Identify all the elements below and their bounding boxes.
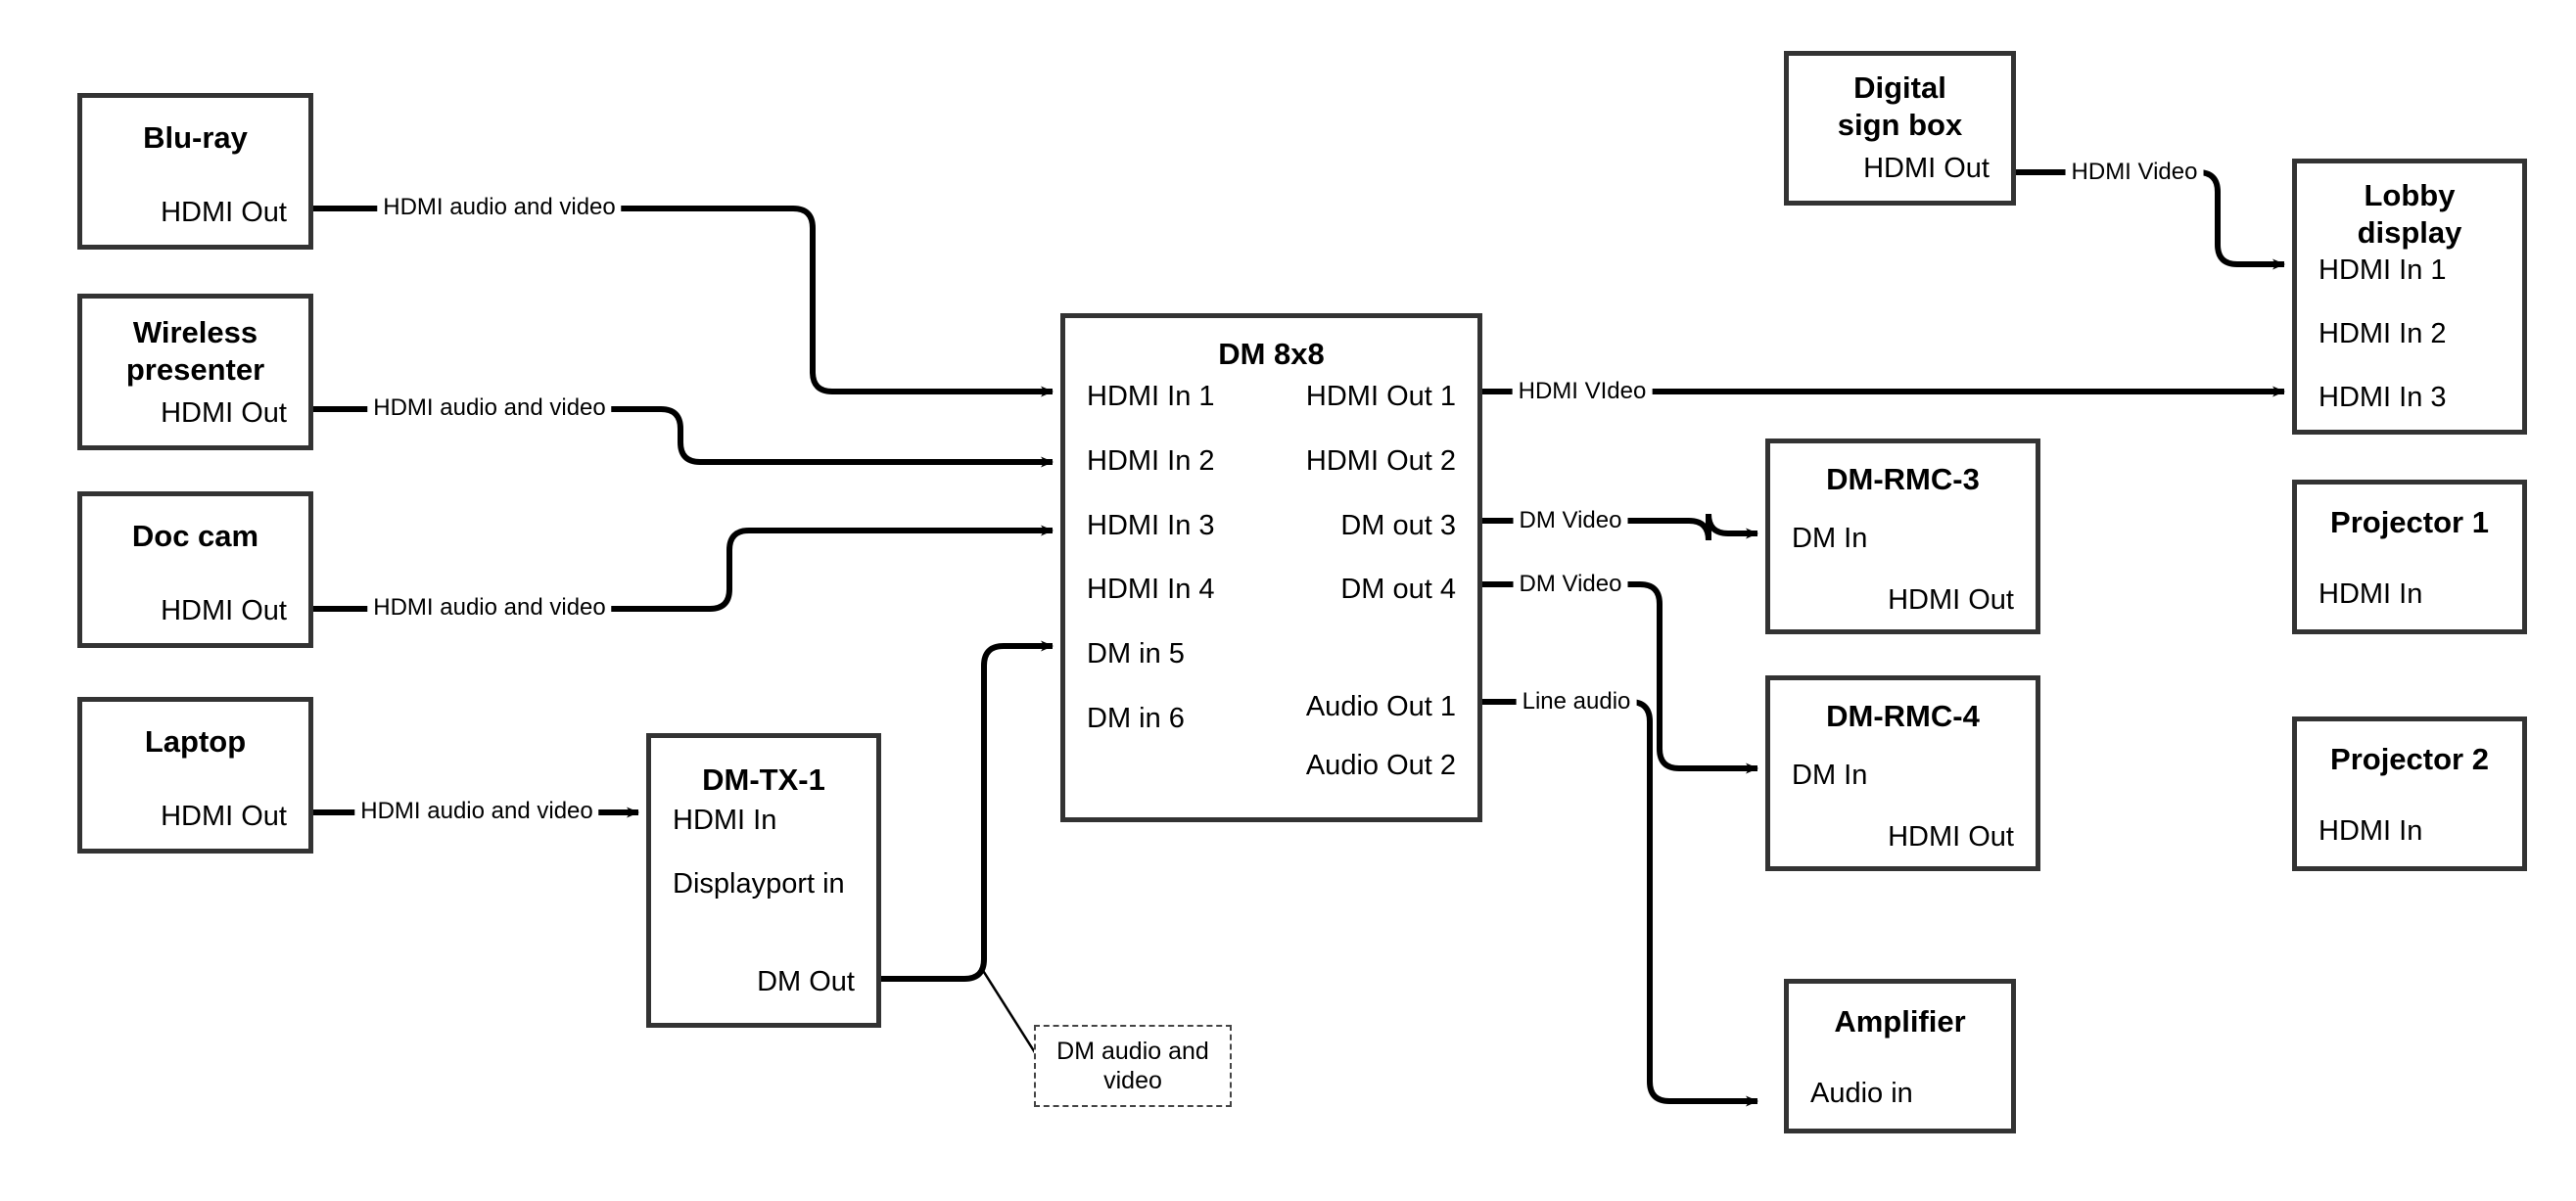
node-amplifier-title: Amplifier [1834, 1004, 1966, 1039]
port-bluray-hdmi-out[interactable]: HDMI Out [161, 197, 287, 228]
node-dm-rmc-3-title: DM-RMC-3 [1826, 462, 1980, 496]
leader-line-dm-audio-video [980, 968, 1045, 1066]
port-dm8x8-hdmi-in-3[interactable]: HDMI In 3 [1087, 510, 1215, 541]
port-dmrmc3-hdmi-out[interactable]: HDMI Out [1888, 584, 2014, 616]
node-lobby-display-title: Lobby display [2357, 178, 2462, 250]
node-projector-1[interactable]: Projector 1 HDMI In [2292, 480, 2527, 634]
port-dm8x8-audio-out-1[interactable]: Audio Out 1 [1305, 691, 1456, 722]
port-wireless-hdmi-out[interactable]: HDMI Out [161, 397, 287, 429]
port-doccam-hdmi-out[interactable]: HDMI Out [161, 595, 287, 626]
port-dmrmc4-hdmi-out[interactable]: HDMI Out [1888, 821, 2014, 853]
port-dm8x8-audio-out-2[interactable]: Audio Out 2 [1305, 750, 1456, 781]
wire-label-dmout4: DM Video [1513, 571, 1628, 598]
port-dm8x8-hdmi-in-1[interactable]: HDMI In 1 [1087, 381, 1215, 412]
port-lobby-hdmi-in-3[interactable]: HDMI In 3 [2318, 382, 2447, 413]
node-doc-cam-title: Doc cam [131, 519, 259, 553]
node-dm-8x8-title: DM 8x8 [1218, 337, 1325, 371]
port-dm8x8-dm-out-4[interactable]: DM out 4 [1340, 574, 1456, 605]
port-lobby-hdmi-in-2[interactable]: HDMI In 2 [2318, 318, 2447, 349]
node-dm-tx-1[interactable]: DM-TX-1 HDMI In Displayport in DM Out [646, 733, 881, 1028]
wire-dm8x8-out4-to-dmrmc4 [1482, 581, 1758, 774]
wire-wireless-to-dm8x8-in2 [313, 406, 1054, 468]
node-digital-sign-box-title: Digital sign box [1837, 70, 1963, 142]
port-dmrmc4-dm-in[interactable]: DM In [1792, 760, 1868, 791]
node-projector-2[interactable]: Projector 2 HDMI In [2292, 716, 2527, 871]
wire-label-laptop: HDMI audio and video [354, 798, 599, 825]
port-dm8x8-hdmi-in-4[interactable]: HDMI In 4 [1087, 574, 1215, 605]
port-dm8x8-hdmi-out-1[interactable]: HDMI Out 1 [1305, 381, 1456, 412]
port-lobby-hdmi-in-1[interactable]: HDMI In 1 [2318, 254, 2447, 286]
wire-label-wireless: HDMI audio and video [367, 394, 612, 422]
node-wireless-presenter-title: Wireless presenter [125, 315, 265, 387]
node-lobby-display[interactable]: Lobby display HDMI In 1 HDMI In 2 HDMI I… [2292, 159, 2527, 435]
wire-label-dmout3: DM Video [1513, 507, 1628, 534]
port-projector1-hdmi-in[interactable]: HDMI In [2318, 578, 2423, 610]
node-laptop[interactable]: Laptop HDMI Out [77, 697, 313, 854]
port-laptop-hdmi-out[interactable]: HDMI Out [161, 801, 287, 832]
wire-label-doccam: HDMI audio and video [367, 594, 612, 622]
node-dm-rmc-4[interactable]: DM-RMC-4 DM In HDMI Out [1765, 675, 2040, 871]
port-dm8x8-dm-in-6[interactable]: DM in 6 [1087, 703, 1185, 734]
port-dm8x8-dm-out-3[interactable]: DM out 3 [1340, 510, 1456, 541]
node-dm-rmc-4-title: DM-RMC-4 [1826, 699, 1980, 733]
port-dmtx1-dm-out[interactable]: DM Out [757, 966, 855, 997]
node-bluray-title: Blu-ray [143, 120, 248, 155]
port-amplifier-audio-in[interactable]: Audio in [1810, 1078, 1913, 1109]
port-dmtx1-hdmi-in[interactable]: HDMI In [673, 805, 777, 836]
node-digital-sign-box[interactable]: Digital sign box HDMI Out [1784, 51, 2016, 206]
port-dm8x8-dm-in-5[interactable]: DM in 5 [1087, 638, 1185, 670]
node-bluray[interactable]: Blu-ray HDMI Out [77, 93, 313, 250]
node-amplifier[interactable]: Amplifier Audio in [1784, 979, 2016, 1133]
port-dm8x8-hdmi-out-2[interactable]: HDMI Out 2 [1305, 445, 1456, 477]
port-dm8x8-hdmi-in-2[interactable]: HDMI In 2 [1087, 445, 1215, 477]
port-dmrmc3-dm-in[interactable]: DM In [1792, 523, 1868, 554]
wire-label-audioout1: Line audio [1516, 688, 1637, 716]
wire-dm8x8-out3-to-dmrmc3 [1482, 513, 1758, 541]
port-dmtx1-displayport-in[interactable]: Displayport in [673, 868, 845, 900]
node-wireless-presenter[interactable]: Wireless presenter HDMI Out [77, 294, 313, 450]
node-projector-2-title: Projector 2 [2330, 742, 2489, 776]
node-laptop-title: Laptop [144, 724, 247, 759]
wire-doccam-to-dm8x8-in3 [313, 525, 1054, 612]
wire-dm8x8-audioout1-to-amplifier [1482, 699, 1758, 1107]
port-projector2-hdmi-in[interactable]: HDMI In [2318, 815, 2423, 847]
node-doc-cam[interactable]: Doc cam HDMI Out [77, 491, 313, 648]
wire-label-hdmiout1: HDMI VIdeo [1512, 378, 1653, 405]
wire-label-signbox: HDMI Video [2065, 159, 2204, 186]
wire-bluray-to-dm8x8-in1 [313, 206, 1054, 397]
wire-label-bluray: HDMI audio and video [377, 194, 622, 221]
wire-dmtx1-to-dm8x8-in5 [881, 640, 1054, 982]
callout-dm-audio-and-video: DM audio and video [1034, 1025, 1232, 1107]
node-dm-tx-1-title: DM-TX-1 [702, 762, 825, 797]
port-signbox-hdmi-out[interactable]: HDMI Out [1863, 153, 1990, 184]
wire-signbox-to-lobby-in1 [2016, 169, 2285, 270]
node-dm-8x8[interactable]: DM 8x8 HDMI In 1 HDMI In 2 HDMI In 3 HDM… [1060, 313, 1482, 822]
node-projector-1-title: Projector 1 [2330, 505, 2489, 539]
node-dm-rmc-3[interactable]: DM-RMC-3 DM In HDMI Out [1765, 439, 2040, 634]
